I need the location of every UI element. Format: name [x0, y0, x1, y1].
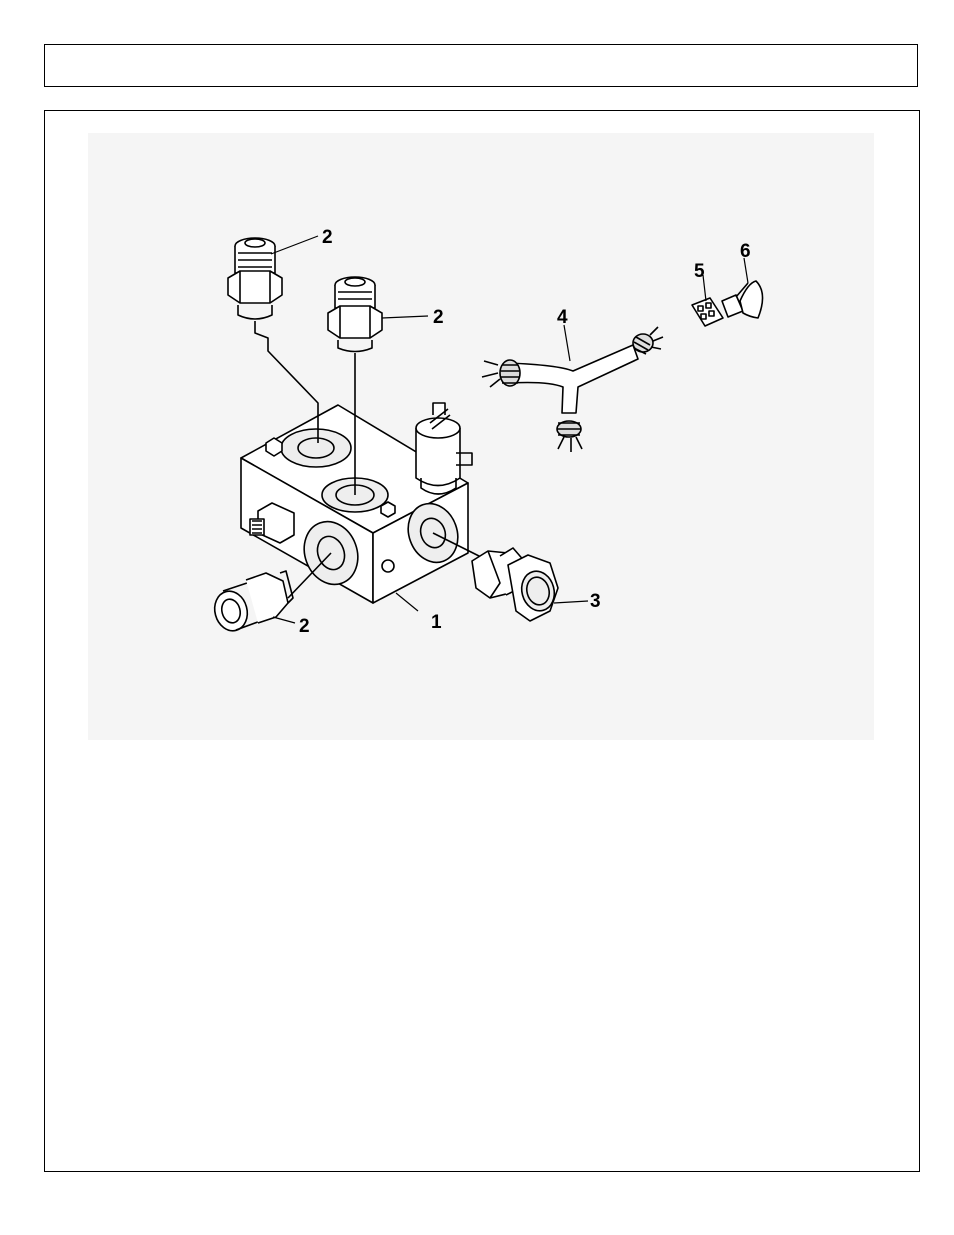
diagram-canvas: 2 2 2 1 3 4 5 6	[88, 133, 874, 740]
switch-6	[722, 281, 763, 318]
callout-2-top-middle: 2	[433, 307, 444, 328]
callout-2-top-left: 2	[322, 227, 333, 248]
callout-1: 1	[431, 612, 442, 633]
connector-5	[692, 298, 723, 326]
callout-3: 3	[590, 591, 601, 612]
fitting-2-top-left	[228, 238, 318, 443]
callout-6: 6	[740, 241, 751, 262]
callout-4: 4	[557, 307, 568, 328]
callout-2-bottom-left: 2	[299, 616, 310, 637]
header-box	[44, 44, 918, 87]
exploded-parts-diagram: 2 2 2 1 3 4 5 6	[88, 133, 874, 740]
callout-5: 5	[694, 261, 705, 282]
valve-block	[241, 403, 472, 603]
wire-harness-4	[482, 327, 663, 452]
